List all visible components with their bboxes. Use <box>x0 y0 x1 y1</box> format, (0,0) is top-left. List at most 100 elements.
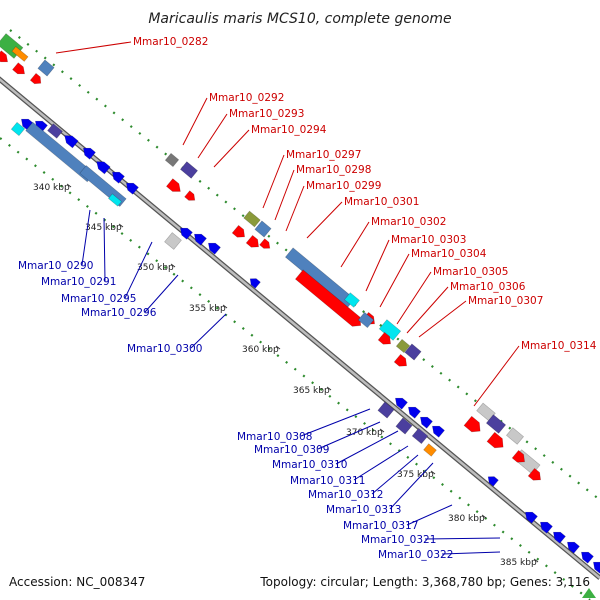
forward-gene[interactable] <box>0 50 10 66</box>
cog-block[interactable] <box>485 414 507 434</box>
reverse-gene[interactable] <box>551 529 566 544</box>
label-leader <box>353 445 409 481</box>
reverse-gene-label[interactable]: Mmar10_0309 <box>254 444 329 456</box>
cog-block[interactable] <box>357 311 375 329</box>
tick-label: 365 kbp <box>293 386 330 396</box>
cog-block[interactable] <box>254 220 272 238</box>
forward-gene[interactable] <box>245 234 262 250</box>
cog-block[interactable] <box>344 292 360 308</box>
cog-block[interactable] <box>164 232 182 250</box>
forward-gene[interactable] <box>486 431 507 451</box>
reverse-gene-label[interactable]: Mmar10_0321 <box>361 534 436 546</box>
reverse-gene-label[interactable]: Mmar10_0313 <box>326 504 401 516</box>
forward-gene[interactable] <box>12 62 28 78</box>
reverse-gene[interactable] <box>248 276 261 289</box>
reverse-gene[interactable] <box>486 474 499 487</box>
cog-block[interactable] <box>179 161 199 179</box>
reverse-gene-label[interactable]: Mmar10_0295 <box>61 293 136 305</box>
cog-block[interactable] <box>108 193 122 207</box>
reverse-gene[interactable] <box>110 169 125 184</box>
reverse-gene-label[interactable]: Mmar10_0317 <box>343 520 418 532</box>
reverse-gene[interactable] <box>178 225 193 240</box>
reverse-gene[interactable] <box>124 180 139 195</box>
reverse-gene-label[interactable]: Mmar10_0300 <box>127 343 202 355</box>
cog-block[interactable] <box>37 59 55 77</box>
forward-gene[interactable] <box>165 178 183 196</box>
forward-gene-label[interactable]: Mmar10_0299 <box>306 180 381 192</box>
forward-gene[interactable] <box>377 331 394 347</box>
reverse-gene[interactable] <box>94 158 111 175</box>
forward-gene[interactable] <box>527 467 544 483</box>
cog-block[interactable] <box>505 427 525 445</box>
forward-gene-label[interactable]: Mmar10_0297 <box>286 149 361 161</box>
reverse-gene[interactable] <box>591 559 600 574</box>
cog-block[interactable] <box>47 123 63 139</box>
cog-block[interactable] <box>10 121 26 137</box>
forward-gene[interactable] <box>463 415 484 435</box>
forward-gene[interactable] <box>294 269 364 330</box>
reverse-gene[interactable] <box>206 240 221 255</box>
forward-gene[interactable] <box>393 353 410 369</box>
reverse-gene-label[interactable]: Mmar10_0310 <box>272 459 347 471</box>
triangle-up-icon[interactable] <box>582 588 596 598</box>
forward-gene-label[interactable]: Mmar10_0293 <box>229 108 304 120</box>
forward-gene[interactable] <box>184 190 198 204</box>
reverse-gene-label[interactable]: Mmar10_0296 <box>81 307 157 319</box>
forward-gene-label[interactable]: Mmar10_0314 <box>521 340 597 352</box>
label-leader <box>144 274 179 313</box>
forward-gene-label[interactable]: Mmar10_0305 <box>433 266 508 278</box>
label-leader <box>406 286 449 334</box>
tick-mark <box>275 345 281 350</box>
forward-gene-label[interactable]: Mmar10_0303 <box>391 234 466 246</box>
reverse-gene[interactable] <box>406 404 421 419</box>
reverse-gene[interactable] <box>430 423 445 438</box>
reverse-gene[interactable] <box>538 519 553 534</box>
reverse-gene-label[interactable]: Mmar10_0311 <box>290 475 365 487</box>
cog-block[interactable] <box>404 343 422 361</box>
label-leader <box>389 462 434 510</box>
forward-gene-label[interactable]: Mmar10_0304 <box>411 248 487 260</box>
inner-dotted-ring <box>0 137 591 600</box>
reverse-gene-label[interactable]: Mmar10_0322 <box>378 549 453 561</box>
label-leader <box>124 241 153 299</box>
forward-gene-label[interactable]: Mmar10_0282 <box>133 36 208 48</box>
forward-gene-label[interactable]: Mmar10_0307 <box>468 295 543 307</box>
reverse-gene-label[interactable]: Mmar10_0290 <box>18 260 93 272</box>
label-leader <box>182 97 208 146</box>
cog-block[interactable] <box>164 152 180 168</box>
reverse-gene[interactable] <box>62 132 79 149</box>
forward-gene-label[interactable]: Mmar10_0294 <box>251 124 327 136</box>
forward-gene-label[interactable]: Mmar10_0306 <box>450 281 526 293</box>
cog-block[interactable] <box>423 443 437 457</box>
tick-label: 350 kbp <box>137 263 174 273</box>
forward-gene[interactable] <box>511 449 528 465</box>
reverse-gene[interactable] <box>192 231 207 246</box>
tick-label: 345 kbp <box>85 223 122 233</box>
reverse-gene[interactable] <box>579 549 594 564</box>
cog-block[interactable] <box>395 417 413 435</box>
cog-block[interactable] <box>395 338 411 354</box>
reverse-gene[interactable] <box>393 395 408 410</box>
reverse-gene[interactable] <box>81 145 96 160</box>
label-leader <box>335 430 399 465</box>
forward-gene-label[interactable]: Mmar10_0302 <box>371 216 446 228</box>
reverse-gene-label[interactable]: Mmar10_0308 <box>237 431 312 443</box>
forward-gene-label[interactable]: Mmar10_0298 <box>296 164 371 176</box>
label-leader <box>213 129 250 168</box>
forward-gene[interactable] <box>29 72 43 86</box>
forward-gene[interactable] <box>259 238 273 252</box>
forward-gene-label[interactable]: Mmar10_0292 <box>209 92 284 104</box>
reverse-gene-label[interactable]: Mmar10_0291 <box>41 276 116 288</box>
forward-gene-label[interactable]: Mmar10_0301 <box>344 196 419 208</box>
reverse-gene-label[interactable]: Mmar10_0312 <box>308 489 383 501</box>
tick-label: 340 kbp <box>33 183 70 193</box>
reverse-gene[interactable] <box>418 414 433 429</box>
reverse-gene[interactable] <box>565 539 580 554</box>
forward-gene[interactable] <box>231 224 248 240</box>
cog-block[interactable] <box>377 401 395 419</box>
reverse-gene[interactable] <box>523 509 538 524</box>
cog-block[interactable] <box>411 427 429 445</box>
cog-block[interactable] <box>243 210 261 228</box>
cog-block[interactable] <box>11 46 29 62</box>
